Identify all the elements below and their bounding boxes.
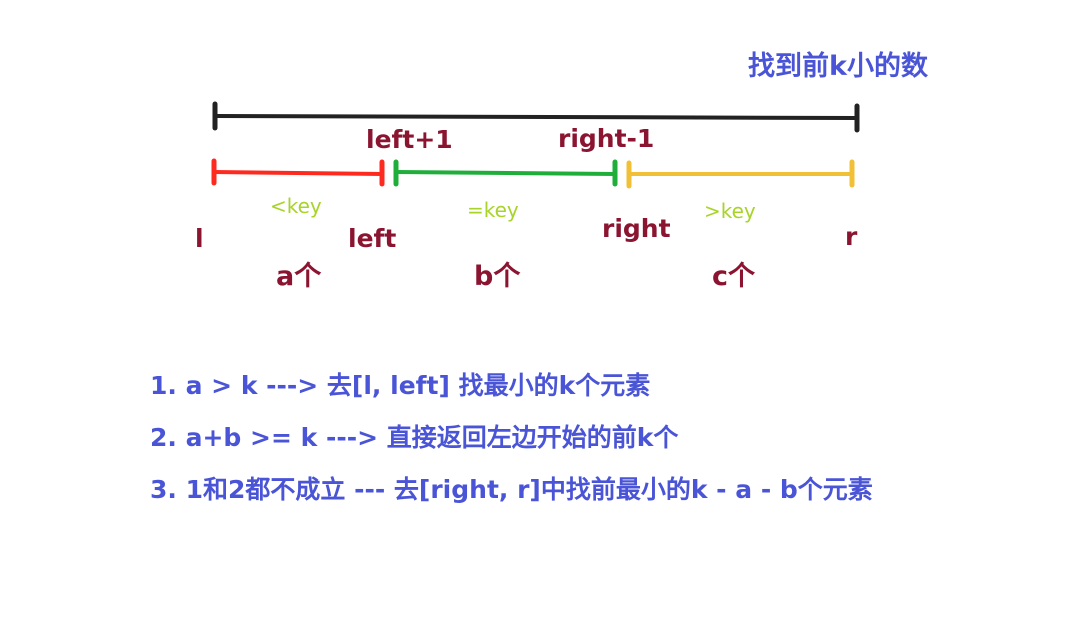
r-bound-label: r	[845, 222, 858, 251]
greater-than-key-segment	[626, 159, 855, 189]
right-bound-label: right	[602, 214, 671, 243]
equal-key-label: =key	[467, 198, 519, 222]
rule-3: 3. 1和2都不成立 --- 去[right, r]中找前最小的k - a - …	[150, 475, 873, 504]
less-than-key-segment	[211, 158, 385, 187]
left-plus-1-label: left+1	[366, 125, 453, 154]
whole-range-bar	[212, 101, 860, 133]
count-c-label: c个	[712, 261, 756, 292]
greater-than-key-label: >key	[704, 199, 756, 223]
count-b-label: b个	[474, 261, 521, 292]
count-a-label: a个	[276, 261, 322, 292]
rule-1: 1. a > k ---> 去[l, left] 找最小的k个元素	[150, 371, 651, 400]
diagram-title: 找到前k小的数	[748, 51, 928, 82]
l-bound-label: l	[195, 224, 204, 253]
left-bound-label: left	[348, 224, 397, 253]
right-minus-1-label: right-1	[558, 124, 655, 153]
equal-key-segment	[393, 159, 618, 187]
less-than-key-label: <key	[270, 194, 322, 218]
rule-2: 2. a+b >= k ---> 直接返回左边开始的前k个	[150, 423, 679, 452]
